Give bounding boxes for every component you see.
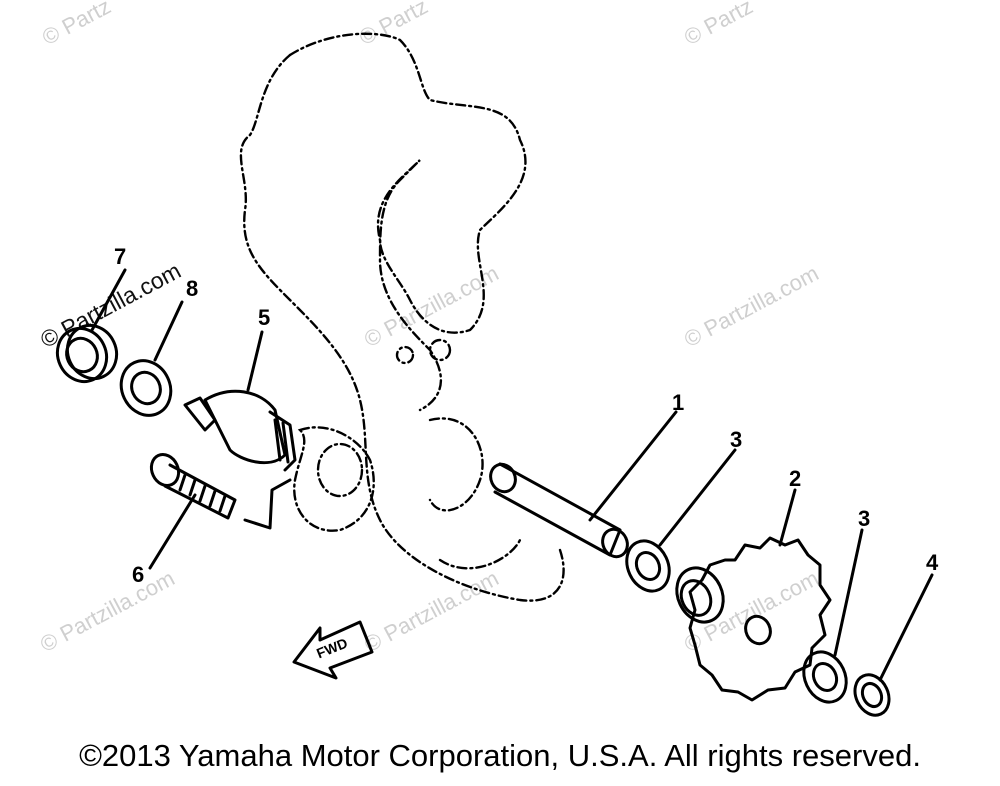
- circlip-4: [853, 673, 891, 717]
- gear-shaft-5: [183, 389, 297, 472]
- pin-1: [489, 462, 629, 559]
- crankcase-body: [239, 53, 565, 602]
- callout-4: 4: [926, 550, 939, 575]
- gear-2: [675, 536, 832, 702]
- callout-5: 5: [258, 305, 271, 330]
- leader-6: [243, 478, 292, 530]
- copyright-notice: ©2013 Yamaha Motor Corporation, U.S.A. A…: [79, 738, 921, 773]
- oil-seal-7: [55, 324, 119, 383]
- callout-1: 1: [672, 390, 685, 415]
- bolt-hole: [428, 338, 452, 362]
- washer-8: [119, 359, 173, 417]
- bolt-hole: [395, 345, 415, 365]
- crankcase-outline: [288, 32, 527, 412]
- washer-3: [625, 539, 671, 593]
- callout-7: 7: [114, 244, 127, 269]
- washer-3b: [802, 650, 848, 704]
- callout-3b: 3: [858, 506, 871, 531]
- callout-8: 8: [186, 276, 199, 301]
- boss-edge: [438, 538, 522, 570]
- leader-lines: [90, 268, 934, 682]
- shaft-boss: [428, 417, 484, 512]
- bore: [316, 442, 364, 498]
- crankcase-lower: [293, 426, 375, 532]
- fwd-arrow: [292, 620, 374, 680]
- bolt-6: [149, 452, 237, 520]
- callout-3a: 3: [730, 427, 743, 452]
- callout-6: 6: [132, 562, 145, 587]
- callout-2: 2: [789, 466, 802, 491]
